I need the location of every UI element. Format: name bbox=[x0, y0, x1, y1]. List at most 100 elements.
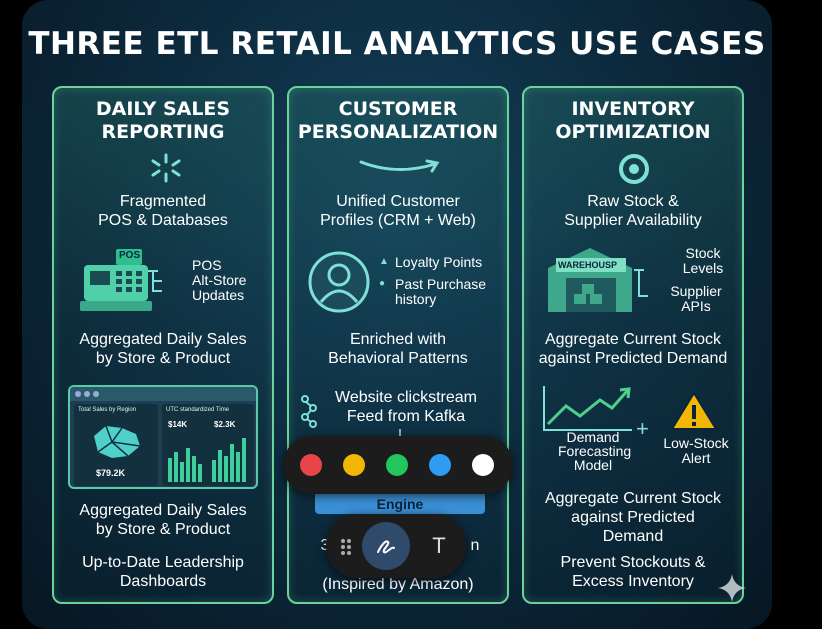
card-heading-line1: CUSTOMER bbox=[338, 98, 458, 120]
source-line2: Supplier Availability bbox=[564, 212, 702, 229]
annotation-toolbar: T bbox=[326, 514, 466, 578]
alert-line1: Low-Stock bbox=[663, 435, 729, 451]
sparkle-star-icon bbox=[718, 574, 746, 602]
source-line2: Profiles (CRM + Web) bbox=[320, 212, 476, 229]
text-icon: T bbox=[432, 533, 446, 558]
time-sales-panel: UTC standardized Time $14K $2.3K bbox=[162, 404, 254, 486]
forecast-model-label: Demand Forecasting Model bbox=[558, 429, 632, 472]
panel-title: UTC standardized Time bbox=[166, 407, 230, 413]
network-graph-icon bbox=[301, 395, 317, 428]
color-swatch-yellow[interactable] bbox=[343, 454, 365, 476]
source-label: Raw Stock & Supplier Availability bbox=[524, 192, 742, 230]
source-line1: Raw Stock & bbox=[587, 193, 679, 210]
outcome-label: Up-to-Date Leadership Dashboards bbox=[54, 553, 272, 591]
outcome-line1: Up-to-Date Leadership bbox=[82, 554, 244, 571]
step1-line2: against Predicted Demand bbox=[538, 350, 728, 367]
stream-line1: Website clickstream bbox=[335, 389, 477, 406]
window-dot bbox=[84, 391, 90, 397]
step1-line1: Aggregate Current Stock bbox=[544, 331, 722, 348]
pos-tag-label: POS bbox=[119, 250, 141, 261]
panel-title: Total Sales by Region bbox=[78, 407, 137, 413]
source-line2: POS & Databases bbox=[98, 212, 228, 229]
dot-bullet-icon: ● bbox=[379, 278, 386, 289]
card-heading-line2: OPTIMIZATION bbox=[555, 121, 711, 143]
footer-note: (Inspired by Amazon) bbox=[322, 576, 474, 593]
card-inventory-optimization: INVENTORY OPTIMIZATION Raw Stock & Suppl… bbox=[522, 86, 744, 604]
panel-value: $79.2K bbox=[96, 468, 126, 478]
window-dot bbox=[75, 391, 81, 397]
warehouse-sign: WAREHOUSP bbox=[558, 260, 618, 270]
card-heading-line2: PERSONALIZATION bbox=[297, 121, 499, 143]
step2-label: Aggregated Daily Sales by Store & Produc… bbox=[54, 501, 272, 539]
flow-item-updates: Updates bbox=[192, 287, 245, 303]
card-daily-sales-reporting: DAILY SALES REPORTING Fragmented POS & D… bbox=[52, 86, 274, 604]
triangle-bullet-icon: ▲ bbox=[379, 256, 389, 267]
source-line1: Unified Customer bbox=[336, 193, 460, 210]
region-map-graphic bbox=[94, 425, 141, 458]
step1-line1: Enriched with bbox=[349, 331, 447, 348]
color-palette-toolbar bbox=[283, 436, 513, 494]
step2-line2: by Store & Product bbox=[95, 521, 231, 538]
color-swatch-white[interactable] bbox=[472, 454, 494, 476]
pos-flow-list: POS Alt-Store Updates bbox=[192, 258, 246, 303]
card-heading: INVENTORY OPTIMIZATION bbox=[524, 98, 742, 144]
cash-register-icon bbox=[80, 249, 162, 311]
outcome-line1: Prevent Stockouts & bbox=[560, 554, 706, 571]
window-dot bbox=[93, 391, 99, 397]
drag-handle-icon[interactable] bbox=[340, 538, 352, 556]
alert-label: Low-Stock Alert bbox=[654, 436, 738, 466]
step1-line1: Aggregated Daily Sales bbox=[79, 331, 247, 348]
outcome-label: Prevent Stockouts & Excess Inventory bbox=[524, 553, 742, 591]
profile-item-loyalty: Loyalty Points bbox=[395, 254, 483, 270]
bar-graphic bbox=[168, 438, 246, 482]
pen-tool-button[interactable] bbox=[362, 522, 410, 570]
flow-item-pos: POS bbox=[192, 257, 222, 273]
step1-label: Enriched with Behavioral Patterns bbox=[289, 330, 507, 368]
page-title: THREE ETL RETAIL ANALYTICS USE CASES bbox=[28, 26, 766, 62]
source-label: Unified Customer Profiles (CRM + Web) bbox=[289, 192, 507, 230]
recommendation-engine-box: Engine bbox=[315, 490, 485, 514]
card-heading-line2: REPORTING bbox=[101, 121, 225, 143]
user-profile-icon bbox=[308, 251, 370, 313]
profile-item-history: Past Purchase history bbox=[395, 276, 487, 307]
partial-text-left: 3 bbox=[320, 537, 330, 554]
model-line1: Demand bbox=[566, 429, 620, 445]
step1-line2: Behavioral Patterns bbox=[328, 350, 468, 367]
panel-value: $2.3K bbox=[214, 420, 236, 429]
warehouse-icon bbox=[548, 248, 648, 312]
step2-line3: Demand bbox=[602, 528, 664, 545]
color-swatch-green[interactable] bbox=[386, 454, 408, 476]
model-line2: Forecasting bbox=[558, 443, 632, 459]
step1-label: Aggregated Daily Sales by Store & Produc… bbox=[54, 330, 272, 368]
flow-connector bbox=[399, 429, 401, 441]
step1-label: Aggregate Current Stock against Predicte… bbox=[524, 330, 742, 368]
source-label: Fragmented POS & Databases bbox=[54, 192, 272, 230]
card-heading: DAILY SALES REPORTING bbox=[54, 98, 272, 144]
step2-line2: against Predicted bbox=[571, 509, 695, 526]
alert-line2: Alert bbox=[681, 450, 711, 466]
partial-text-right: n bbox=[470, 537, 480, 554]
engine-label: Engine bbox=[376, 496, 424, 512]
card-heading: CUSTOMER PERSONALIZATION bbox=[289, 98, 507, 144]
sparkle-icon bbox=[151, 153, 181, 183]
smile-arrow-icon bbox=[359, 159, 440, 173]
panel-value: $14K bbox=[168, 420, 188, 429]
region-sales-panel: Total Sales by Region $79.2K bbox=[74, 404, 158, 486]
color-swatch-red[interactable] bbox=[300, 454, 322, 476]
flow-item-stock-levels: Stock Levels bbox=[682, 245, 724, 276]
warning-icon bbox=[670, 391, 718, 430]
step1-line2: by Store & Product bbox=[95, 350, 231, 367]
step2-line1: Aggregate Current Stock bbox=[544, 490, 722, 507]
flow-item-alt-store: Alt-Store bbox=[192, 272, 247, 288]
step2-line1: Aggregated Daily Sales bbox=[79, 502, 247, 519]
plus-sign: + bbox=[636, 416, 649, 441]
card-heading-line1: DAILY SALES bbox=[95, 98, 231, 120]
text-tool-button[interactable]: T bbox=[422, 528, 456, 564]
color-swatch-blue[interactable] bbox=[429, 454, 451, 476]
flow-item-supplier-apis: Supplier APIs bbox=[670, 283, 722, 314]
stream-label: Website clickstream Feed from Kafka bbox=[305, 388, 507, 426]
outcome-line2: Excess Inventory bbox=[572, 573, 694, 590]
step2-label: Aggregate Current Stock against Predicte… bbox=[524, 489, 742, 546]
target-icon bbox=[619, 154, 649, 184]
sales-dashboard-thumbnail: Total Sales by Region $79.2K UTC standar… bbox=[68, 385, 258, 489]
